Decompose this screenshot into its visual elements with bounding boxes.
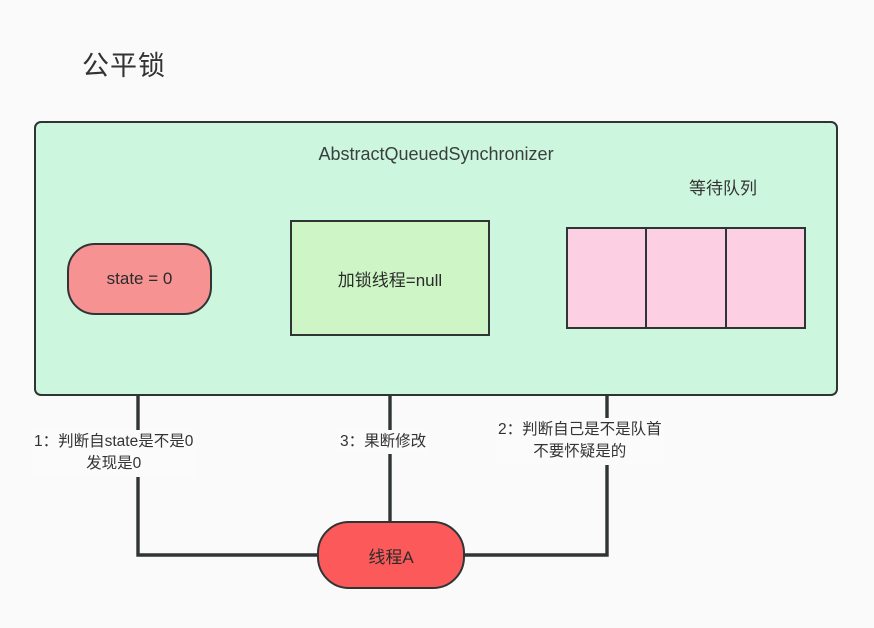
edge-label-2: 2：判断自己是不是队首 不要怀疑是的 [495,418,665,465]
page-title: 公平锁 [82,51,166,81]
queue-cell[interactable] [726,229,804,327]
edge-label-1-line1: 1：判断自state是不是0 [34,433,194,450]
edge-label-2-line1: 2：判断自己是不是队首 [498,421,662,438]
edge-label-3: 3：果断修改 [337,430,430,455]
aqs-title: AbstractQueuedSynchronizer [318,144,554,164]
waiting-queue-caption: 等待队列 [689,179,757,198]
edge-label-1-line2: 发现是0 [86,455,142,473]
waiting-queue-box [566,227,806,329]
edge-label-1: 1：判断自state是不是0 发现是0 [31,430,197,477]
queue-cell[interactable] [647,229,727,327]
lock-owner-label: 加锁线程=null [337,270,443,290]
state-node[interactable]: state = 0 [67,243,212,315]
edge-label-3-line1: 3：果断修改 [340,433,427,450]
lock-owner-box[interactable]: 加锁线程=null [290,220,490,336]
state-node-label: state = 0 [106,269,173,288]
thread-node-label: 线程A [368,547,414,567]
thread-node[interactable]: 线程A [317,521,465,589]
edge-label-2-line2: 不要怀疑是的 [533,443,627,461]
queue-cell[interactable] [568,229,648,327]
